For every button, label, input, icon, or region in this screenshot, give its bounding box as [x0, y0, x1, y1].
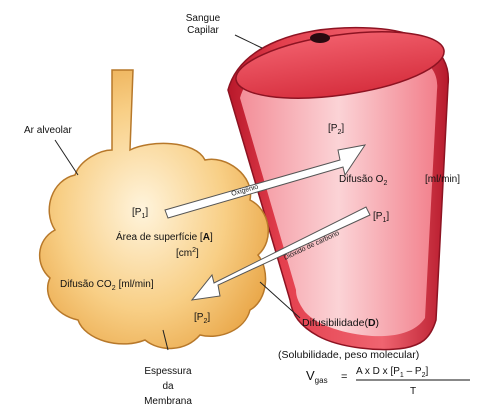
p1-right-close: ]: [386, 211, 389, 222]
p2-bottom-close: ]: [207, 312, 210, 323]
diffusion-co2-unit: [ml/min]: [119, 279, 154, 290]
formula-num-close: ]: [426, 366, 429, 377]
diffusion-co2-text: Difusão CO: [60, 279, 112, 290]
p1-left-open: [P: [132, 207, 142, 218]
alveolar-air-label: Ar alveolar: [24, 125, 72, 136]
capillary-label-line2: Capilar: [187, 25, 219, 36]
membrane-label-line1: Espessura: [144, 366, 192, 377]
formula-num-mid: – P: [404, 366, 422, 377]
formula-v-text: V: [306, 368, 315, 383]
formula-numerator: A x D x [P1 – P2]: [356, 366, 429, 379]
diffusion-formula: Vgas = A x D x [P1 – P2] T: [306, 366, 470, 397]
formula-v-sub: gas: [315, 376, 328, 385]
surface-area-text: Área de superfície [: [116, 230, 203, 243]
surface-area-label: Área de superfície [A]: [116, 230, 213, 243]
surface-area-unit: [cm2]: [176, 247, 199, 259]
diffusion-o2-sub: 2: [383, 180, 387, 187]
capillary-pointer: [235, 35, 262, 48]
p2-top-open: [P: [328, 123, 338, 134]
diffusion-co2-sub: 2: [112, 285, 116, 292]
diffusion-o2-text: Difusão O: [339, 174, 384, 185]
formula-denominator: T: [410, 386, 416, 397]
surface-area-close: ]: [210, 232, 213, 243]
diffusibility-label: Difusibilidade(D): [302, 317, 379, 329]
formula-v: Vgas: [306, 368, 328, 385]
surface-area-unit-close: ]: [196, 248, 199, 259]
surface-area-symbol: A: [203, 232, 210, 243]
membrane-label-line2: da: [162, 381, 174, 392]
solubility-label: (Solubilidade, peso molecular): [278, 349, 419, 361]
diffusibility-close: ): [376, 317, 380, 329]
diffusion-o2-unit: [ml/min]: [425, 174, 460, 185]
formula-num-text: A x D x [P: [356, 366, 400, 377]
p1-left-close: ]: [145, 207, 148, 218]
surface-area-unit-text: [cm: [176, 248, 192, 259]
diffusibility-text: Difusibilidade(: [302, 317, 368, 329]
p2-top-close: ]: [341, 123, 344, 134]
capillary-label-line1: Sangue: [186, 13, 221, 24]
p2-bottom-open: [P: [194, 312, 204, 323]
p1-right-open: [P: [373, 211, 383, 222]
membrane-label-line3: Membrana: [144, 396, 192, 407]
formula-equals: =: [341, 371, 347, 383]
alveolar-air-pointer: [55, 140, 78, 175]
